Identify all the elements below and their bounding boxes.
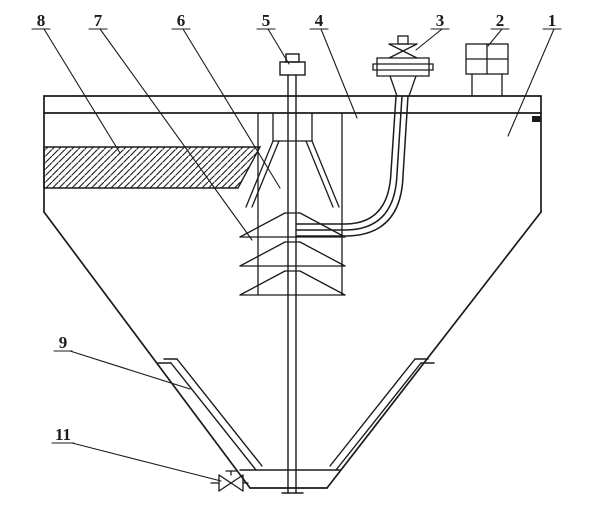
drive-unit [372, 35, 434, 97]
callout-label-2: 2 [496, 11, 505, 30]
tank-shell [43, 95, 542, 489]
top-deck [43, 95, 542, 114]
wall-port-mark [532, 116, 541, 122]
inner-cone [157, 358, 435, 471]
callout-label-4: 4 [315, 11, 324, 30]
callout-labels: 8 7 6 5 4 3 2 1 9 11 [37, 11, 557, 444]
deflector-baffles [239, 212, 346, 296]
callout-leader-7 [99, 28, 253, 241]
callout-label-5: 5 [262, 11, 271, 30]
callout-leader-2 [487, 28, 503, 47]
callout-leader-11 [71, 442, 222, 482]
callout-label-11: 11 [55, 425, 71, 444]
callout-label-3: 3 [436, 11, 445, 30]
callout-label-6: 6 [177, 11, 186, 30]
callout-label-7: 7 [94, 11, 103, 30]
hatched-deck-section [43, 146, 262, 189]
callout-leader-8 [43, 28, 121, 154]
feedwell [245, 112, 343, 296]
callout-leader-9 [69, 350, 191, 390]
callout-leader-4 [320, 28, 358, 119]
callout-label-9: 9 [59, 333, 68, 352]
callout-leader-5 [267, 28, 290, 65]
center-shaft [279, 53, 306, 494]
discharge-valve [210, 470, 249, 492]
callout-leaders [31, 28, 562, 482]
callout-label-8: 8 [37, 11, 46, 30]
callout-label-1: 1 [548, 11, 557, 30]
callout-leader-3 [415, 28, 443, 51]
callout-leader-1 [507, 28, 555, 137]
feed-pipe [296, 95, 409, 237]
equipment-box [465, 43, 509, 97]
callout-leader-6 [182, 28, 281, 189]
